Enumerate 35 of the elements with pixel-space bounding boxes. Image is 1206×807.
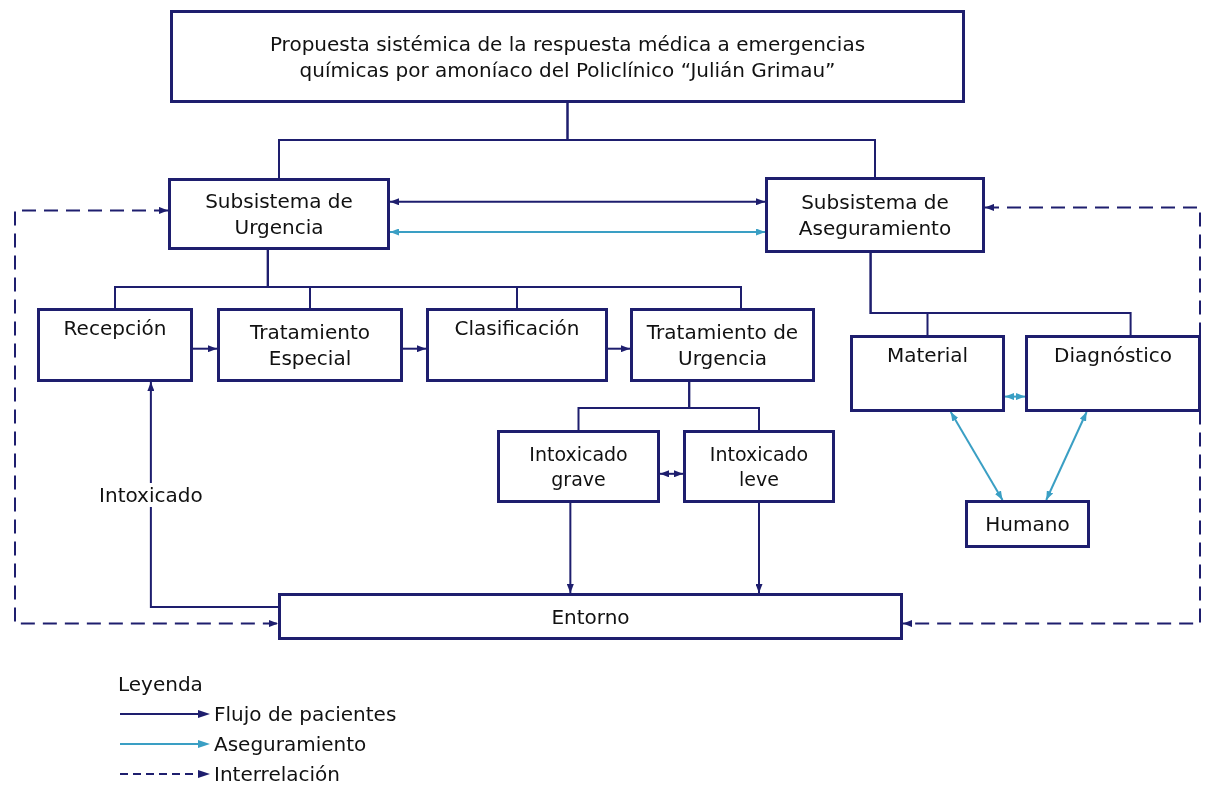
arrow bbox=[902, 203, 1201, 628]
arrow bbox=[755, 502, 763, 594]
arrow bbox=[1045, 411, 1088, 501]
process-box: Clasificación bbox=[426, 308, 608, 382]
legend-title: Leyenda bbox=[118, 672, 204, 696]
process-box: Recepción bbox=[37, 308, 193, 382]
arrow bbox=[389, 228, 766, 236]
arrow bbox=[389, 198, 766, 206]
arrow bbox=[147, 381, 279, 609]
process-box: Subsistema de Urgencia bbox=[168, 178, 390, 250]
legend-text: Aseguramiento bbox=[214, 732, 367, 756]
arrow bbox=[659, 470, 684, 478]
process-box: Intoxicado grave bbox=[497, 430, 660, 503]
arrow bbox=[1004, 393, 1026, 401]
process-box: Propuesta sistémica de la respuesta médica a emergencias químicas por amoníaco del Policlínico “Julián Grimau” bbox=[170, 10, 965, 103]
process-box: Material bbox=[850, 335, 1005, 412]
process-box: Tratamiento de Urgencia bbox=[630, 308, 815, 382]
legend-text: Interrelación bbox=[214, 762, 340, 786]
process-box: Intoxicado leve bbox=[683, 430, 835, 503]
arrow bbox=[607, 345, 631, 353]
process-box: Humano bbox=[965, 500, 1090, 548]
arrow bbox=[402, 345, 427, 353]
legend-text: Flujo de pacientes bbox=[214, 702, 397, 726]
process-box: Entorno bbox=[278, 593, 903, 640]
arrow bbox=[949, 411, 1004, 501]
connector-line bbox=[869, 252, 1132, 336]
connector-line bbox=[266, 249, 742, 309]
connector-line bbox=[688, 381, 760, 431]
arrow bbox=[566, 502, 574, 594]
arrow bbox=[14, 206, 279, 628]
process-box: Subsistema de Aseguramiento bbox=[765, 177, 985, 253]
connector-line bbox=[566, 102, 876, 178]
arrow bbox=[192, 345, 218, 353]
process-box: Diagnóstico bbox=[1025, 335, 1201, 412]
process-box: Tratamiento Especial bbox=[217, 308, 403, 382]
